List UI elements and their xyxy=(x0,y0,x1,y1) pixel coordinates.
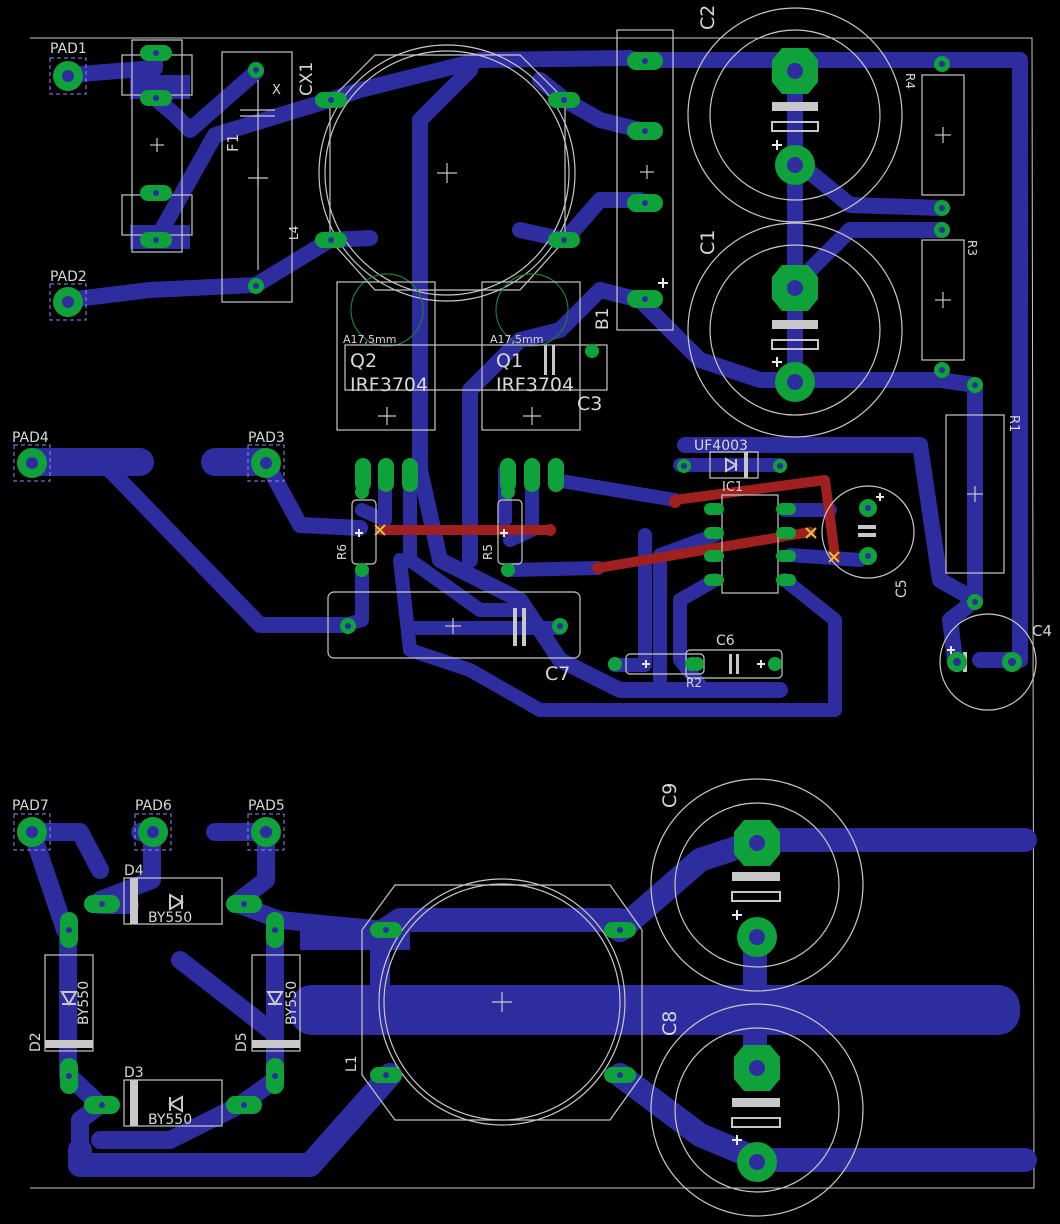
r3-label: R3 xyxy=(965,240,979,256)
d1-label: UF4003 xyxy=(694,438,748,454)
d2-label: D2 xyxy=(28,1032,44,1052)
d4-part-label: BY550 xyxy=(148,910,192,926)
board-outline xyxy=(30,37,1035,1189)
c2-label: C2 xyxy=(697,5,719,30)
cx1-label: CX1 xyxy=(297,62,317,96)
r4-label: R4 xyxy=(903,73,917,89)
c9-label: C9 xyxy=(659,783,681,808)
f1-label: F1 xyxy=(224,134,242,152)
pad2-label: PAD2 xyxy=(50,269,87,285)
pad4-footprint xyxy=(13,444,51,482)
pad5-footprint xyxy=(247,813,285,851)
r6-label: R6 xyxy=(335,544,349,560)
pad4-label: PAD4 xyxy=(12,430,49,446)
d3-part-label: BY550 xyxy=(148,1112,192,1128)
diode-bands xyxy=(45,452,748,1126)
ic1-label: IC1 xyxy=(722,480,743,495)
l1-label: L1 xyxy=(344,1055,360,1072)
d5-label: D5 xyxy=(234,1032,250,1052)
pad3-label: PAD3 xyxy=(248,430,285,446)
pad1-label: PAD1 xyxy=(50,41,87,57)
pad1-footprint xyxy=(49,57,87,95)
polarity-marks xyxy=(355,140,955,1145)
c1-label: C1 xyxy=(697,230,719,255)
l4-label: L4 xyxy=(287,226,301,240)
q2-label: Q2 xyxy=(350,350,377,372)
c8-label: C8 xyxy=(659,1011,681,1036)
d2-part-label: BY550 xyxy=(76,981,92,1025)
d5-part-label: BY550 xyxy=(284,981,300,1025)
pad3-footprint xyxy=(247,444,285,482)
labels: PAD1 PAD2 PAD3 PAD4 PAD5 PAD6 PAD7 F1 CX… xyxy=(12,5,1052,1128)
drill-holes xyxy=(66,50,1016,1170)
c4-label: C4 xyxy=(1032,622,1052,640)
pad5-label: PAD5 xyxy=(248,798,285,814)
c7-label: C7 xyxy=(545,663,570,685)
r5-label: R5 xyxy=(481,544,495,560)
pad7-label: PAD7 xyxy=(12,798,49,814)
pad2-footprint xyxy=(49,283,87,321)
via-marks xyxy=(374,524,840,563)
q2-part-label: IRF3704 xyxy=(350,374,428,396)
cross-marks xyxy=(150,127,983,1012)
pad7-footprint xyxy=(13,813,51,851)
heatsink-q1-label: A17,5mm xyxy=(490,333,543,346)
r1-label: R1 xyxy=(1006,415,1021,432)
x-label: X xyxy=(272,83,281,98)
c6-label: C6 xyxy=(716,633,735,649)
d4-label: D4 xyxy=(124,863,144,879)
q1-label: Q1 xyxy=(496,350,523,372)
r2-label: R2 xyxy=(686,676,702,690)
d3-label: D3 xyxy=(124,1065,144,1081)
c3-label: C3 xyxy=(577,393,602,415)
b1-label: B1 xyxy=(593,308,613,330)
diode-symbols xyxy=(60,457,738,1113)
pad6-footprint xyxy=(134,813,172,851)
heatsink-q2-label: A17,5mm xyxy=(343,333,396,346)
power-planes xyxy=(130,75,1020,1035)
c5-label: C5 xyxy=(894,579,910,598)
connector-pads xyxy=(13,57,285,851)
q1-part-label: IRF3704 xyxy=(496,374,574,396)
pad6-label: PAD6 xyxy=(135,798,172,814)
bottom-traces xyxy=(18,47,1037,1177)
